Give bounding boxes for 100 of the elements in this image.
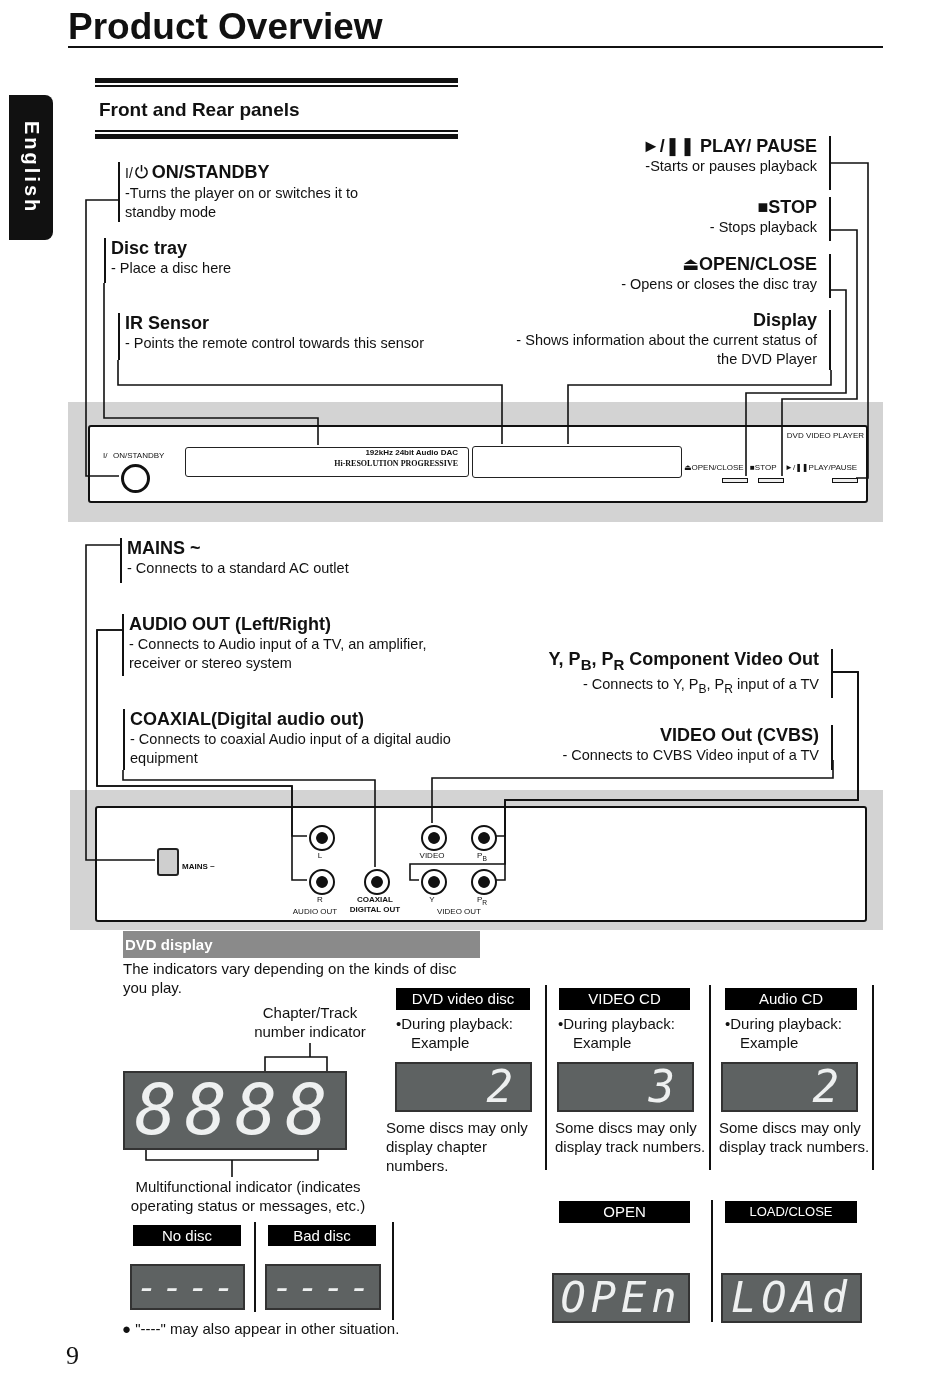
indicator-caption: Multifunctional indicator (indicates operating status or messages, etc.) xyxy=(118,1177,378,1217)
callout-description: - Stops playback xyxy=(708,218,817,237)
disc-tray xyxy=(185,447,469,477)
callout-description: - Connects to a standard AC outlet xyxy=(127,559,350,578)
player-front-panel xyxy=(88,425,868,503)
description-text: Some discs may only display track numbers. xyxy=(719,1118,871,1156)
description-text: •During playback: Example xyxy=(725,1014,843,1052)
footnote-text: ● "----" may also appear in other situation. xyxy=(122,1319,401,1338)
leader-line xyxy=(117,359,503,445)
leader-line xyxy=(85,544,156,861)
stop-button xyxy=(758,478,784,483)
indicator-caption: Chapter/Track number indicator xyxy=(236,1003,384,1043)
callout-heading: VIDEO Out (CVBS) xyxy=(660,725,819,746)
power-socket xyxy=(157,848,179,876)
label-tab: DVD video disc xyxy=(396,988,530,1010)
description-text: •During playback: Example xyxy=(396,1014,514,1052)
callout-description: - Connects to coaxial Audio input of a digital audio equipment xyxy=(130,730,452,768)
description-text: Some discs may only display track numbers. xyxy=(555,1118,707,1156)
callout-description: - Connects to Audio input of a TV, an amplifier, receiver or stereo system xyxy=(129,635,428,673)
jack-label: Y xyxy=(428,895,436,905)
callout-heading: IR Sensor xyxy=(125,313,210,334)
jack-label: COAXIAL DIGITAL OUT xyxy=(348,895,402,915)
segment-display: ---- xyxy=(130,1264,245,1310)
eject-button xyxy=(722,478,748,483)
callout-heading: ►/❚❚ PLAY/ PAUSE xyxy=(641,136,817,157)
segment-display: 2 xyxy=(721,1062,858,1112)
panel-marking: I/ xyxy=(103,451,109,461)
callout-heading: Display xyxy=(752,310,817,331)
segment-display: ---- xyxy=(265,1264,381,1310)
leader-line xyxy=(122,769,376,868)
callout-description: - Shows information about the current status of the DVD Player xyxy=(515,331,817,369)
section-banner: DVD display xyxy=(123,931,480,958)
jack-socket xyxy=(309,825,335,851)
label-tab: LOAD/CLOSE xyxy=(725,1201,857,1223)
segment-display: LOAd xyxy=(721,1273,862,1323)
jack-socket xyxy=(421,869,447,895)
play-button xyxy=(832,478,858,483)
panel-marking: 192kHz 24bit Audio DAC xyxy=(364,448,458,458)
jack-socket xyxy=(309,869,335,895)
panel-marking: ■STOP xyxy=(750,463,778,473)
panel-marking: ON/STANDBY xyxy=(113,451,166,461)
jack-socket xyxy=(421,825,447,851)
callout-heading: ■STOP xyxy=(757,197,817,218)
segment-display: OPEn xyxy=(552,1273,690,1323)
jack-label: R xyxy=(316,895,324,905)
leader-line xyxy=(830,162,869,479)
label-tab: No disc xyxy=(133,1225,241,1246)
leader-line xyxy=(264,1042,328,1072)
callout-heading: ⏏OPEN/CLOSE xyxy=(681,254,817,275)
jack-label: VIDEO xyxy=(418,851,446,861)
callout-heading: AUDIO OUT (Left/Right) xyxy=(129,614,331,635)
jack-label: AUDIO OUT xyxy=(291,907,339,917)
callout-description: - Points the remote control towards this sensor xyxy=(125,334,425,353)
leader-line xyxy=(96,629,308,881)
symbol-text: I/ xyxy=(125,164,133,183)
callout-heading: ON/STANDBY xyxy=(151,162,270,183)
callout-heading: Disc tray xyxy=(111,238,188,259)
callout-description: -Starts or pauses playback xyxy=(644,157,817,176)
callout-description: - Place a disc here xyxy=(111,259,233,278)
leader-line xyxy=(494,671,859,881)
description-text: Some discs may only display chapter numbers. xyxy=(386,1118,529,1175)
segment-display: 3 xyxy=(557,1062,694,1112)
jack-label: P$_{R}$ xyxy=(475,895,489,908)
jack-socket xyxy=(364,869,390,895)
segment-display: 2 xyxy=(395,1062,532,1112)
leader-line xyxy=(85,199,120,477)
jack-socket xyxy=(471,869,497,895)
language-tab: English xyxy=(9,95,53,240)
display-window xyxy=(472,446,682,478)
label-tab: Audio CD xyxy=(725,988,857,1010)
jack-socket xyxy=(471,825,497,851)
label-tab: OPEN xyxy=(559,1201,690,1223)
panel-marking: ►/❚❚PLAY/PAUSE xyxy=(785,463,859,473)
jack-label: P$_{B}$ xyxy=(476,851,488,864)
section-heading: Front and Rear panels xyxy=(99,98,301,121)
panel-marking: Hi-RESOLUTION PROGRESSIVE xyxy=(333,459,458,469)
callout-description: - Connects to Y, P$_{B}$, P$_{R}$ input of a TV xyxy=(581,674,819,698)
leader-line xyxy=(567,369,832,445)
power-button xyxy=(121,464,150,493)
callout-heading: COAXIAL(Digital audio out) xyxy=(130,709,364,730)
callout-description: - Connects to CVBS Video input of a TV xyxy=(561,746,819,765)
callout-description: -Turns the player on or switches it to standby mode xyxy=(125,184,360,222)
jack-label: L xyxy=(316,851,324,861)
player-rear-panel xyxy=(95,806,867,922)
leader-line xyxy=(745,289,847,477)
leader-line xyxy=(103,282,319,446)
panel-marking: ⏏OPEN/CLOSE xyxy=(684,463,744,473)
callout-heading: MAINS ~ xyxy=(127,538,201,559)
callout-description: - Opens or closes the disc tray xyxy=(620,275,817,294)
leader-line xyxy=(781,229,858,477)
label-tab: VIDEO CD xyxy=(559,988,690,1010)
jack-label: VIDEO OUT xyxy=(436,907,482,917)
leader-line xyxy=(431,759,834,824)
segment-display: 8888 xyxy=(123,1071,347,1150)
page-number: 9 xyxy=(66,1340,80,1372)
panel-marking: DVD VIDEO PLAYER xyxy=(786,431,864,441)
callout-heading: Y, P$_{B}$, P$_{R}$ Component Video Out xyxy=(548,649,819,675)
panel-marking: MAINS ~ xyxy=(182,862,216,872)
label-tab: Bad disc xyxy=(268,1225,376,1246)
description-text: •During playback: Example xyxy=(558,1014,676,1052)
